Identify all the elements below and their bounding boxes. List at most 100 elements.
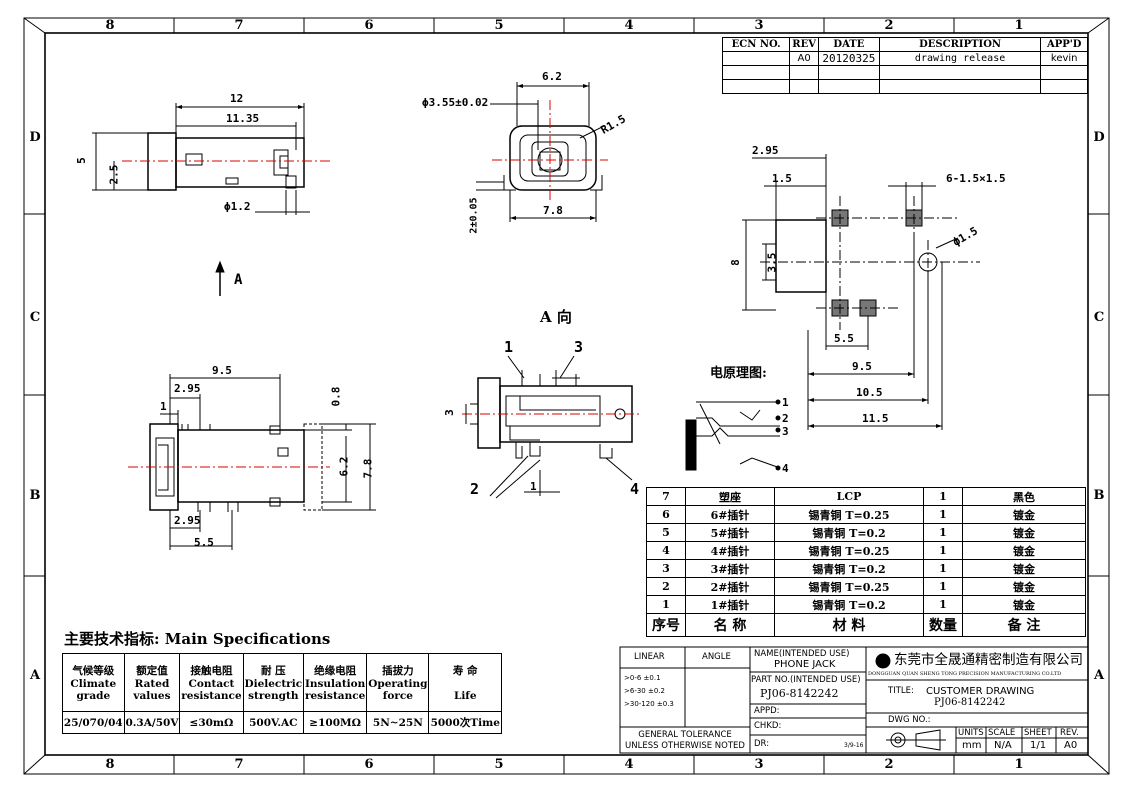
tb-name-value: PHONE JACK [774,659,836,670]
zone-col-bottom-2: 2 [884,757,894,772]
zone-row-right-d: D [1093,130,1105,145]
tb-appd: APPD: [754,706,780,716]
bom-header-cell: 备 注 [962,613,1086,637]
bom-header-cell: 数量 [923,613,963,637]
zone-col-top-5: 5 [494,18,504,33]
schematic-title: 电原理图: [710,366,767,381]
bom-cell: 锡青铜 T=0.25 [774,541,924,560]
tb-tol-2: >6-30 ±0.2 [624,687,665,695]
revision-table: ECN NO. REV DATE DESCRIPTION APP'D A0 20… [721,37,1088,94]
tb-sheet-label: SHEET [1024,728,1052,738]
arrow-a-label: A [234,272,243,288]
dim-fp-2-95: 2.95 [752,144,779,157]
rev-cell [721,79,791,94]
rev-cell [1040,79,1088,94]
zone-col-top-8: 8 [105,18,115,33]
dim-fp-pad: 6-1.5×1.5 [946,172,1006,185]
bom-header-row: 序号名 称材 料数量备 注 [646,613,1086,637]
specs-title: 主要技术指标: Main Specifications [64,630,331,648]
tb-part-value: PJ06-8142242 [760,687,839,700]
tb-name-label: NAME(INTENDED USE) [754,649,850,659]
dim-fp-10-5: 10.5 [856,386,883,399]
tb-dr-date: 3/9-16 [844,742,864,749]
spec-value: 5N~25N [366,711,430,734]
zone-col-bottom-6: 6 [364,757,374,772]
zone-row-left-d: D [29,130,41,145]
dim-top-9-5: 9.5 [212,364,232,377]
tb-angle: ANGLE [702,652,731,662]
dim-front-bore: ϕ3.55±0.02 [422,96,489,109]
tb-scale-value: N/A [994,740,1012,751]
zone-col-bottom-1: 1 [1014,757,1024,772]
company-name-en: DONGGUAN QUAN SHENG TONG PRECISION MANUF… [868,671,1062,677]
zone-col-top-1: 1 [1014,18,1024,33]
tb-linear: LINEAR [634,652,665,662]
spec-value: 500V.AC [242,711,305,734]
schematic-pin-2: 2 [782,412,789,425]
bom-cell: 锡青铜 T=0.2 [774,559,924,578]
schematic-pin-3: 3 [782,425,789,438]
dim-fp-9-5: 9.5 [852,360,872,373]
a-view-callout-2: 2 [470,480,480,498]
zone-row-right-b: B [1093,488,1105,503]
tb-rev-label: REV. [1060,728,1079,738]
tb-chkd: CHKD: [754,721,782,731]
rev-cell [878,79,1042,94]
tb-dr: DR: [754,739,770,749]
zone-row-right-a: A [1093,668,1105,683]
dim-top-1: 1 [160,400,167,413]
tb-scale-label: SCALE [988,728,1016,738]
spec-value: 0.3A/50V [123,711,181,734]
dim-front-6-2: 6.2 [542,70,562,83]
bom-cell: 3#插针 [685,559,775,578]
tb-units-label: UNITS [958,728,984,738]
spec-value: 25/070/04 [62,711,125,734]
tb-dwg-label: DWG NO.: [888,715,931,725]
dim-top-5-5: 5.5 [194,536,214,549]
schematic-pin-1: 1 [782,396,789,409]
dim-side-11-35: 11.35 [226,112,260,125]
tb-tol-3: >30-120 ±0.3 [624,700,674,708]
zone-col-bottom-5: 5 [494,757,504,772]
a-view-callout-3: 3 [574,338,584,356]
a-view-title: A 向 [540,308,572,326]
bom-cell: 镀金 [962,595,1086,614]
tb-tol-1: >0-6 ±0.1 [624,674,661,682]
tb-part-label: PART NO.(INTENDED USE) [751,675,861,685]
bom-cell: 黑色 [962,487,1086,506]
zone-row-left-b: B [29,488,41,503]
spec-value: ≤30mΩ [179,711,244,734]
bom-cell: 4#插针 [685,541,775,560]
bom-cell: 锡青铜 T=0.25 [774,577,924,596]
a-view-callout-4: 4 [630,480,640,498]
zone-col-top-4: 4 [624,18,634,33]
tb-title-value-1: CUSTOMER DRAWING [926,686,1035,697]
a-view-dim-1: 1 [530,480,537,493]
zone-col-bottom-8: 8 [105,757,115,772]
tb-title-value-2: PJ06-8142242 [934,697,1006,708]
tb-sheet-value: 1/1 [1030,740,1047,751]
dim-fp-5-5: 5.5 [834,332,854,345]
dim-top-2-95-bottom: 2.95 [174,514,201,527]
zone-col-top-3: 3 [754,18,764,33]
zone-col-top-7: 7 [234,18,244,33]
zone-col-bottom-7: 7 [234,757,244,772]
bom-cell: 镀金 [962,541,1086,560]
zone-col-bottom-3: 3 [754,757,764,772]
dim-fp-11-5: 11.5 [862,412,889,425]
zone-col-bottom-4: 4 [624,757,634,772]
zone-row-right-c: C [1093,310,1105,325]
